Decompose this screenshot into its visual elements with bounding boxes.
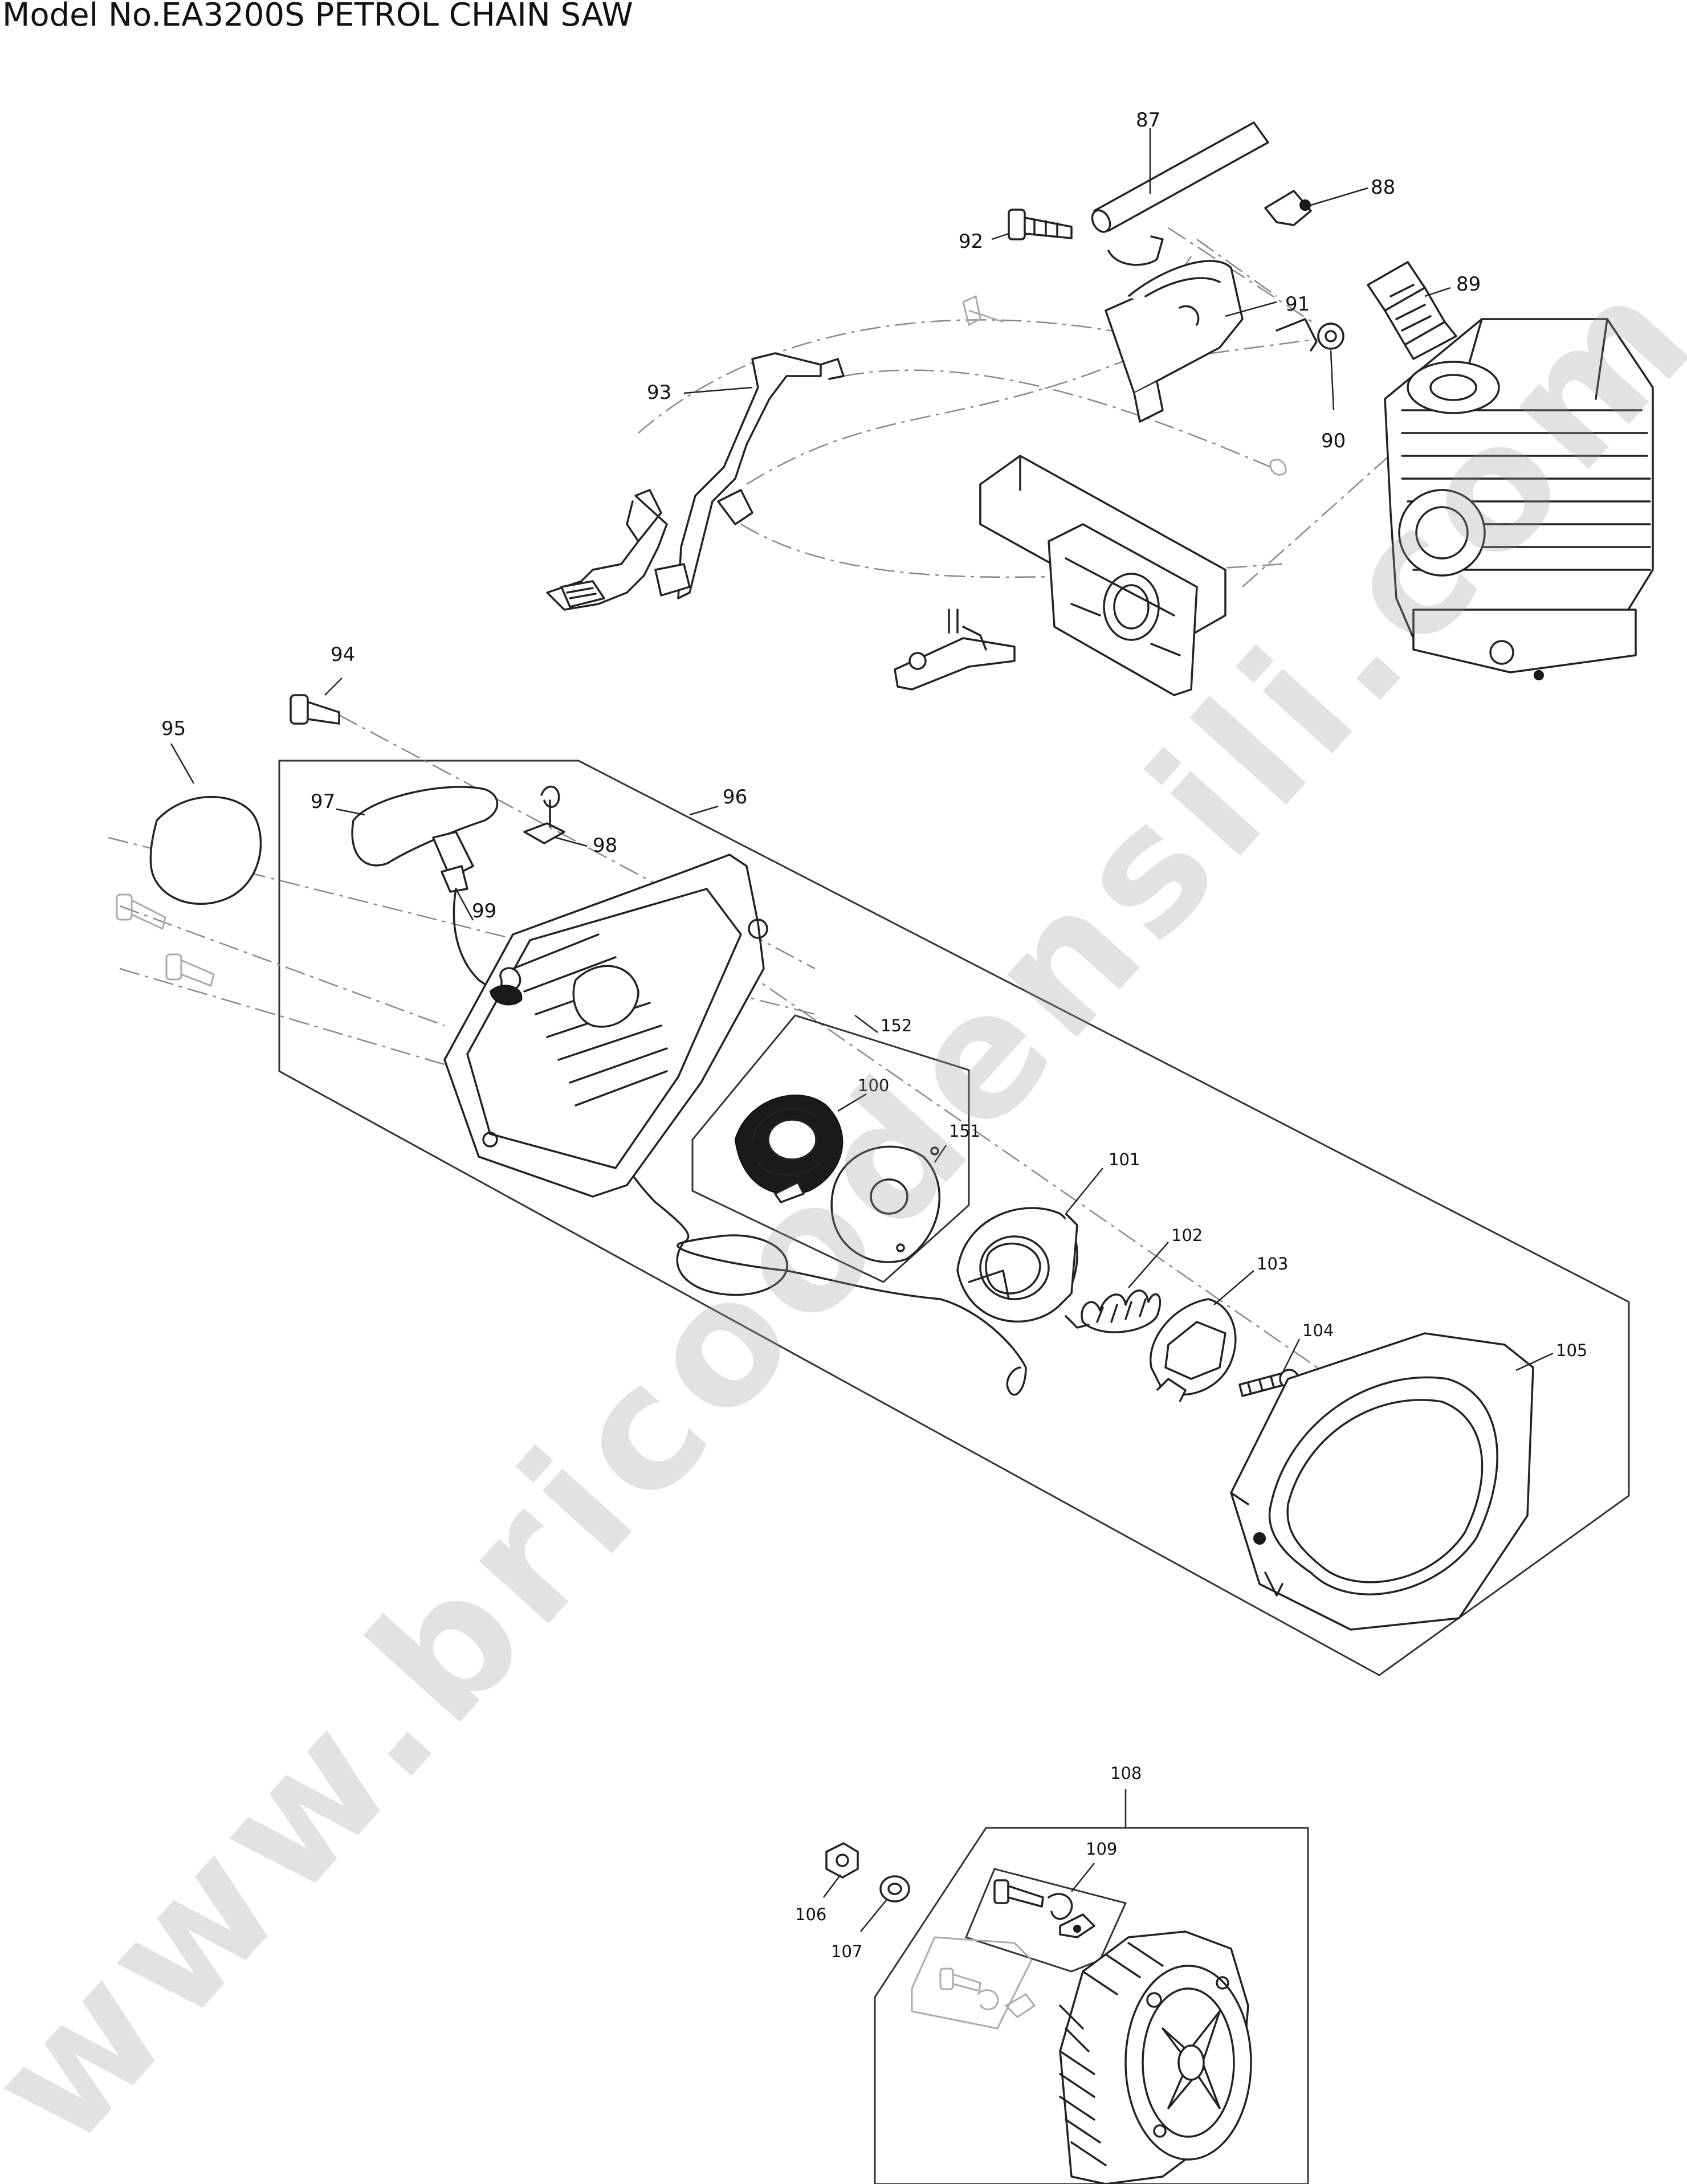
callout-151: 151 [949, 1121, 980, 1141]
page-title: Model No.EA3200S PETROL CHAIN SAW [2, 0, 633, 34]
part-intake-bracket [979, 455, 1226, 696]
part-102-spring [1065, 1289, 1162, 1333]
frame-109 [964, 1868, 1127, 1973]
part-106-nut [825, 1842, 859, 1879]
callout-102: 102 [1171, 1226, 1203, 1245]
part-97-handle [351, 786, 499, 893]
part-101-pulley [956, 1207, 1078, 1322]
part-151-plate [830, 1145, 941, 1263]
part-94-screw [290, 694, 340, 725]
starter-assembly [108, 677, 1630, 1676]
callout-99: 99 [472, 900, 496, 922]
callout-93: 93 [647, 381, 671, 404]
callout-104: 104 [1302, 1321, 1334, 1340]
callout-90: 90 [1321, 430, 1346, 452]
callout-95: 95 [161, 717, 186, 740]
callout-108: 108 [1110, 1763, 1142, 1783]
callout-100: 100 [858, 1076, 889, 1095]
callout-labels: 87 88 89 90 91 92 93 94 95 96 97 98 99 1… [161, 109, 1587, 1961]
callout-103: 103 [1257, 1254, 1288, 1273]
part-107-washer [879, 1875, 910, 1903]
callout-97: 97 [311, 790, 335, 813]
part-90-nut [1276, 318, 1344, 352]
callout-88: 88 [1371, 176, 1395, 199]
callout-91: 91 [1285, 293, 1310, 316]
callout-101: 101 [1109, 1150, 1140, 1169]
callout-96: 96 [723, 786, 747, 809]
ghost-screws [116, 893, 215, 987]
part-96-starter-housing [443, 854, 768, 1198]
upper-assembly [546, 121, 1654, 696]
part-95-gasket [149, 796, 262, 905]
part-flywheel [1059, 1930, 1252, 2184]
part-100-spring [734, 1095, 844, 1203]
part-91-ignition-coil [1105, 260, 1244, 423]
part-88-clip [1264, 190, 1312, 226]
frame-96 [278, 760, 1630, 1676]
ghost-pawl [911, 1936, 1036, 2030]
part-cylinder [1384, 318, 1654, 680]
part-93-throttle-linkage [546, 352, 845, 611]
part-89-spark-plug [1367, 261, 1457, 360]
callout-92: 92 [959, 230, 983, 253]
callout-94: 94 [331, 643, 355, 666]
callout-109: 109 [1086, 1839, 1117, 1859]
callout-152: 152 [881, 1016, 912, 1035]
frame-108 [874, 1827, 1309, 2184]
part-linkage-piece [894, 609, 1016, 691]
part-105-cover [1230, 1332, 1534, 1631]
callout-105: 105 [1556, 1341, 1587, 1360]
callout-87: 87 [1136, 109, 1160, 132]
part-103-ratchet [1150, 1298, 1237, 1402]
part-109-pawl [993, 1879, 1095, 1938]
callout-98: 98 [593, 834, 617, 857]
flywheel-assembly [823, 1789, 1309, 2184]
part-87-rod [1091, 121, 1269, 233]
callout-89: 89 [1456, 273, 1481, 296]
part-98-clip [523, 785, 565, 844]
frame-152 [691, 1014, 970, 1283]
callout-107: 107 [831, 1942, 862, 1961]
callout-106: 106 [795, 1905, 826, 1924]
part-92-screw [1008, 209, 1073, 240]
